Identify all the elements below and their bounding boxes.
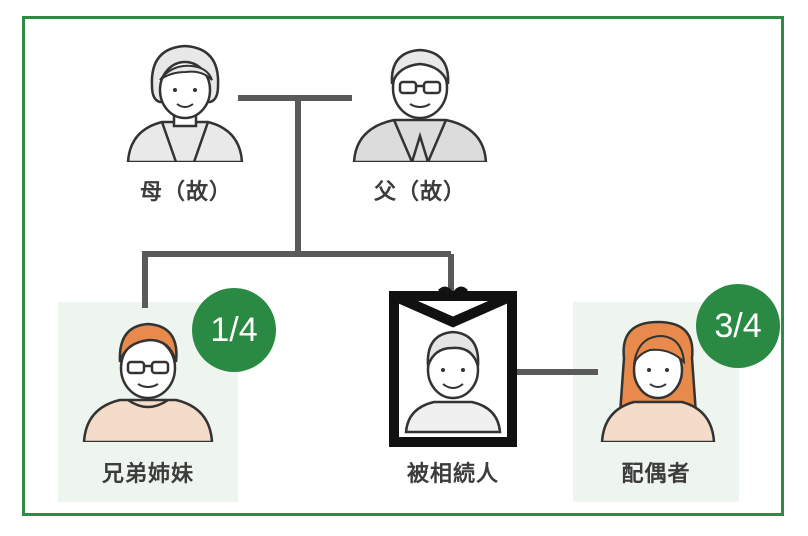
elderly-man-glasses-icon <box>352 48 488 162</box>
sibling-label: 兄弟姉妹 <box>101 462 194 487</box>
spouse-share-badge: 3/4 <box>696 284 780 368</box>
mother-label: 母（故） <box>139 180 232 205</box>
memorial-portrait-icon <box>389 286 517 447</box>
sibling-share-badge: 1/4 <box>192 288 276 372</box>
deceased-label: 被相続人 <box>406 462 499 487</box>
spouse-label: 配偶者 <box>621 462 691 487</box>
woman-icon <box>600 320 716 442</box>
diagram-frame <box>22 16 784 516</box>
father-label: 父（故） <box>373 180 466 205</box>
elderly-woman-icon <box>126 44 244 162</box>
man-glasses-icon <box>82 322 214 442</box>
